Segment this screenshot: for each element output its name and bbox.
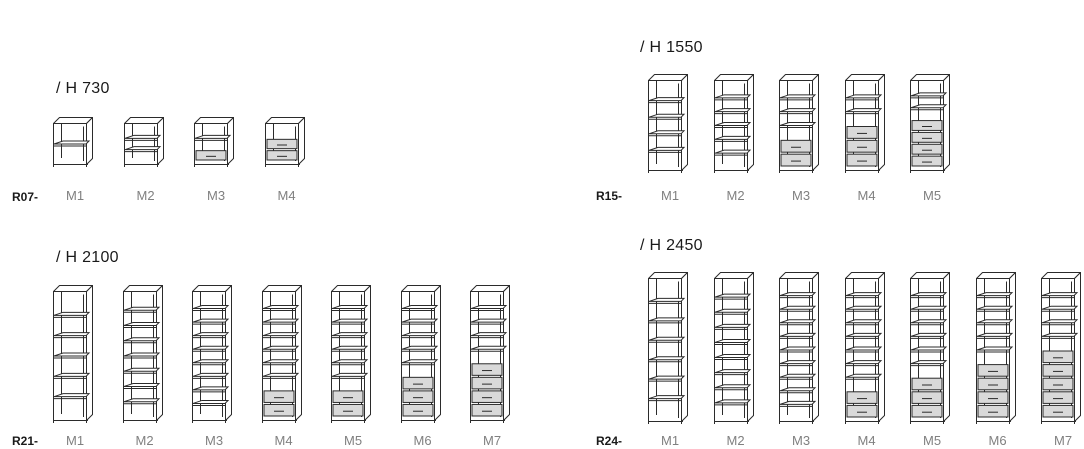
model-label: M4 (274, 433, 293, 448)
shelving-unit-drawing (53, 285, 93, 423)
series-code: R07- (12, 190, 39, 204)
shelving-unit-m7 (1041, 272, 1081, 425)
shelving-unit-m3 (779, 74, 819, 174)
shelving-unit-m4 (261, 285, 302, 424)
shelving-unit-m7 (470, 285, 510, 424)
shelving-unit-m1 (53, 285, 93, 424)
shelving-unit-m1 (648, 74, 688, 174)
shelving-unit-drawing (713, 74, 754, 173)
shelving-unit-drawing (331, 285, 371, 423)
model-label: M4 (857, 433, 876, 448)
shelving-unit-drawing (194, 117, 234, 167)
shelving-unit-drawing (779, 74, 819, 173)
series-code: R21- (12, 434, 39, 448)
model-label: M1 (661, 433, 680, 448)
shelving-unit-drawing (975, 272, 1016, 424)
shelving-unit-m3 (779, 272, 819, 425)
model-label: M2 (726, 433, 745, 448)
model-label: M1 (661, 188, 680, 203)
shelving-unit-m2 (122, 285, 163, 424)
shelving-unit-drawing (470, 285, 510, 423)
shelving-unit-m4 (844, 74, 885, 174)
shelving-unit-m3 (194, 117, 234, 168)
model-label: M2 (136, 188, 155, 203)
shelving-unit-drawing (713, 272, 754, 424)
shelving-unit-m6 (975, 272, 1016, 425)
model-label: M5 (344, 433, 363, 448)
shelving-unit-drawing (910, 74, 950, 173)
shelving-unit-drawing (264, 117, 305, 167)
shelving-unit-drawing (192, 285, 232, 423)
shelving-unit-drawing (122, 285, 163, 423)
model-label: M3 (792, 188, 811, 203)
model-label: M7 (483, 433, 502, 448)
shelving-unit-drawing (400, 285, 441, 423)
shelving-unit-m5 (910, 74, 950, 174)
shelving-unit-m2 (713, 272, 754, 425)
model-label: M3 (205, 433, 224, 448)
model-label: M1 (66, 433, 85, 448)
model-label: M5 (923, 433, 942, 448)
shelving-unit-m5 (910, 272, 950, 425)
model-label: M7 (1054, 433, 1073, 448)
height-title: / H 1550 (640, 39, 703, 56)
shelving-unit-drawing (648, 272, 688, 424)
model-label: M3 (207, 188, 226, 203)
shelving-unit-m2 (713, 74, 754, 174)
series-code: R15- (596, 189, 623, 203)
shelving-unit-drawing (123, 117, 164, 167)
model-label: M6 (988, 433, 1007, 448)
model-label: M4 (277, 188, 296, 203)
shelving-unit-m6 (400, 285, 441, 424)
shelving-unit-drawing (648, 74, 688, 173)
shelving-unit-m2 (123, 117, 164, 168)
model-label: M3 (792, 433, 811, 448)
shelving-unit-drawing (844, 74, 885, 173)
shelving-unit-drawing (779, 272, 819, 424)
model-label: M2 (135, 433, 154, 448)
shelving-unit-m5 (331, 285, 371, 424)
shelving-unit-drawing (910, 272, 950, 424)
model-label: M2 (726, 188, 745, 203)
model-label: M5 (923, 188, 942, 203)
shelving-unit-m1 (53, 117, 93, 168)
model-label: M6 (413, 433, 432, 448)
shelving-unit-m1 (648, 272, 688, 425)
height-title: / H 2100 (56, 249, 119, 266)
model-label: M1 (66, 188, 85, 203)
series-code: R24- (596, 434, 623, 448)
shelving-unit-m4 (264, 117, 305, 168)
shelving-unit-m4 (844, 272, 885, 425)
shelving-unit-drawing (844, 272, 885, 424)
shelving-unit-m3 (192, 285, 232, 424)
height-title: / H 2450 (640, 237, 703, 254)
shelving-unit-drawing (53, 117, 93, 167)
height-title: / H 730 (56, 80, 110, 97)
shelving-unit-drawing (261, 285, 302, 423)
shelving-unit-drawing (1041, 272, 1081, 424)
model-label: M4 (857, 188, 876, 203)
